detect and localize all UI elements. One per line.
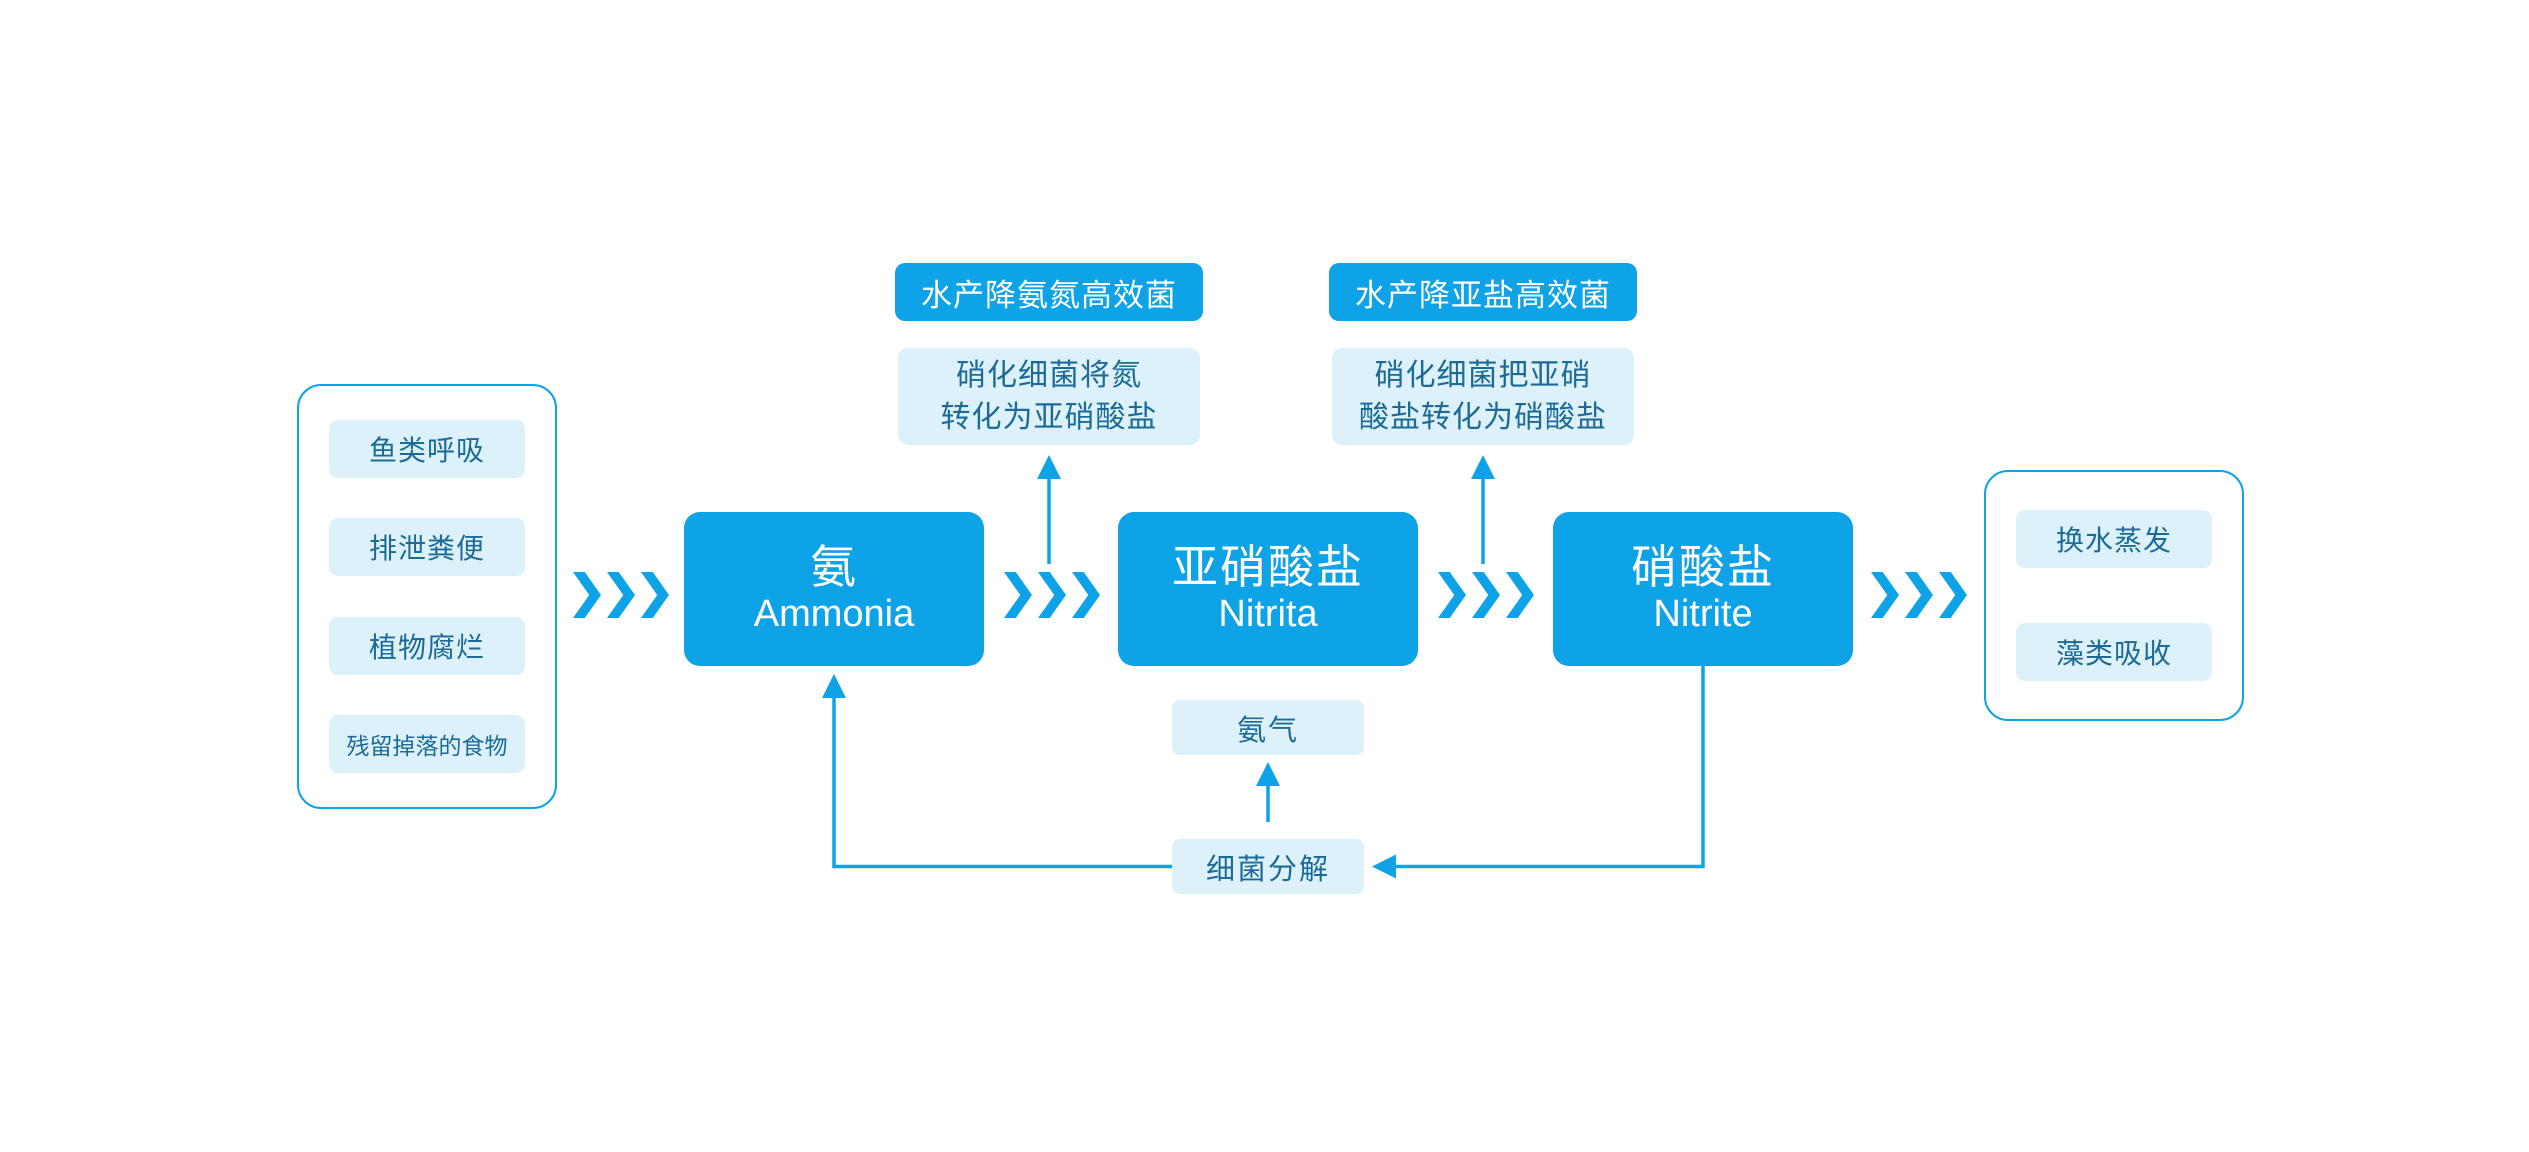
note-line: 硝化细菌把亚硝: [1374, 358, 1592, 392]
stage-box-nitrate: 硝酸盐 Nitrite: [1553, 512, 1853, 666]
sources-box: 鱼类呼吸 排泄粪便 植物腐烂 残留掉落的食物: [297, 384, 557, 809]
arrow-to-note-1: [1037, 455, 1061, 564]
flow-chevrons-nitrite-to-nitrate: [1438, 572, 1534, 618]
chevron-right-icon: [1072, 572, 1100, 618]
source-item-plant-decay: 植物腐烂: [329, 616, 525, 675]
arrowhead-left-icon: [1372, 854, 1396, 879]
stage-label-en: Ammonia: [753, 593, 915, 636]
bacteria-decompose-pill: 细菌分解: [1172, 839, 1364, 894]
ammonia-gas-pill: 氨气: [1172, 700, 1364, 755]
product-badge-ammonia-reducer: 水产降氨氮高效菌: [895, 263, 1203, 321]
chevron-right-icon: [1472, 572, 1500, 618]
arrowhead-up-icon: [822, 674, 846, 698]
chevron-right-icon: [1939, 572, 1967, 618]
note-nitrifying-bacteria-1: 硝化细菌将氮 转化为亚硝酸盐: [898, 348, 1200, 445]
flow-chevrons-nitrate-to-sinks: [1871, 572, 1967, 618]
chevron-right-icon: [1004, 572, 1032, 618]
stage-label-en: Nitrite: [1653, 593, 1753, 636]
stage-label-zh: 硝酸盐: [1631, 540, 1775, 593]
flow-chevrons-ammonia-to-nitrite: [1004, 572, 1100, 618]
arrow-to-note-2: [1471, 455, 1495, 564]
source-item-excretion: 排泄粪便: [329, 518, 525, 577]
arrowhead-up-icon: [1037, 455, 1061, 479]
chevron-right-icon: [1506, 572, 1534, 618]
path-bacteria-to-ammonia: [822, 674, 1172, 869]
chevron-right-icon: [607, 572, 635, 618]
stage-label-zh: 氨: [810, 540, 858, 593]
note-line: 硝化细菌将氮: [956, 358, 1142, 392]
chevron-right-icon: [1038, 572, 1066, 618]
chevron-right-icon: [1438, 572, 1466, 618]
product-badge-nitrite-reducer: 水产降亚盐高效菌: [1329, 263, 1637, 321]
flow-chevrons-sources-to-ammonia: [573, 572, 669, 618]
arrowhead-up-icon: [1471, 455, 1495, 479]
stage-box-ammonia: 氨 Ammonia: [684, 512, 984, 666]
sink-item-algae-absorption: 藻类吸收: [2016, 623, 2212, 681]
path-nitrate-to-bacteria: [1372, 666, 1705, 879]
sink-item-water-change: 换水蒸发: [2016, 510, 2212, 568]
chevron-right-icon: [1871, 572, 1899, 618]
arrow-bacteria-to-gas: [1256, 762, 1280, 822]
chevron-right-icon: [641, 572, 669, 618]
chevron-right-icon: [1905, 572, 1933, 618]
note-nitrifying-bacteria-2: 硝化细菌把亚硝 酸盐转化为硝酸盐: [1332, 348, 1634, 445]
stage-label-zh: 亚硝酸盐: [1172, 540, 1364, 593]
source-item-fish-respiration: 鱼类呼吸: [329, 420, 525, 478]
source-item-leftover-food: 残留掉落的食物: [329, 714, 525, 773]
arrowhead-up-icon: [1256, 762, 1280, 786]
stage-label-en: Nitrita: [1218, 593, 1318, 636]
chevron-right-icon: [573, 572, 601, 618]
note-line: 转化为亚硝酸盐: [940, 400, 1158, 434]
note-line: 酸盐转化为硝酸盐: [1359, 400, 1607, 434]
stage-box-nitrite: 亚硝酸盐 Nitrita: [1118, 512, 1418, 666]
sinks-box: 换水蒸发 藻类吸收: [1984, 470, 2244, 721]
